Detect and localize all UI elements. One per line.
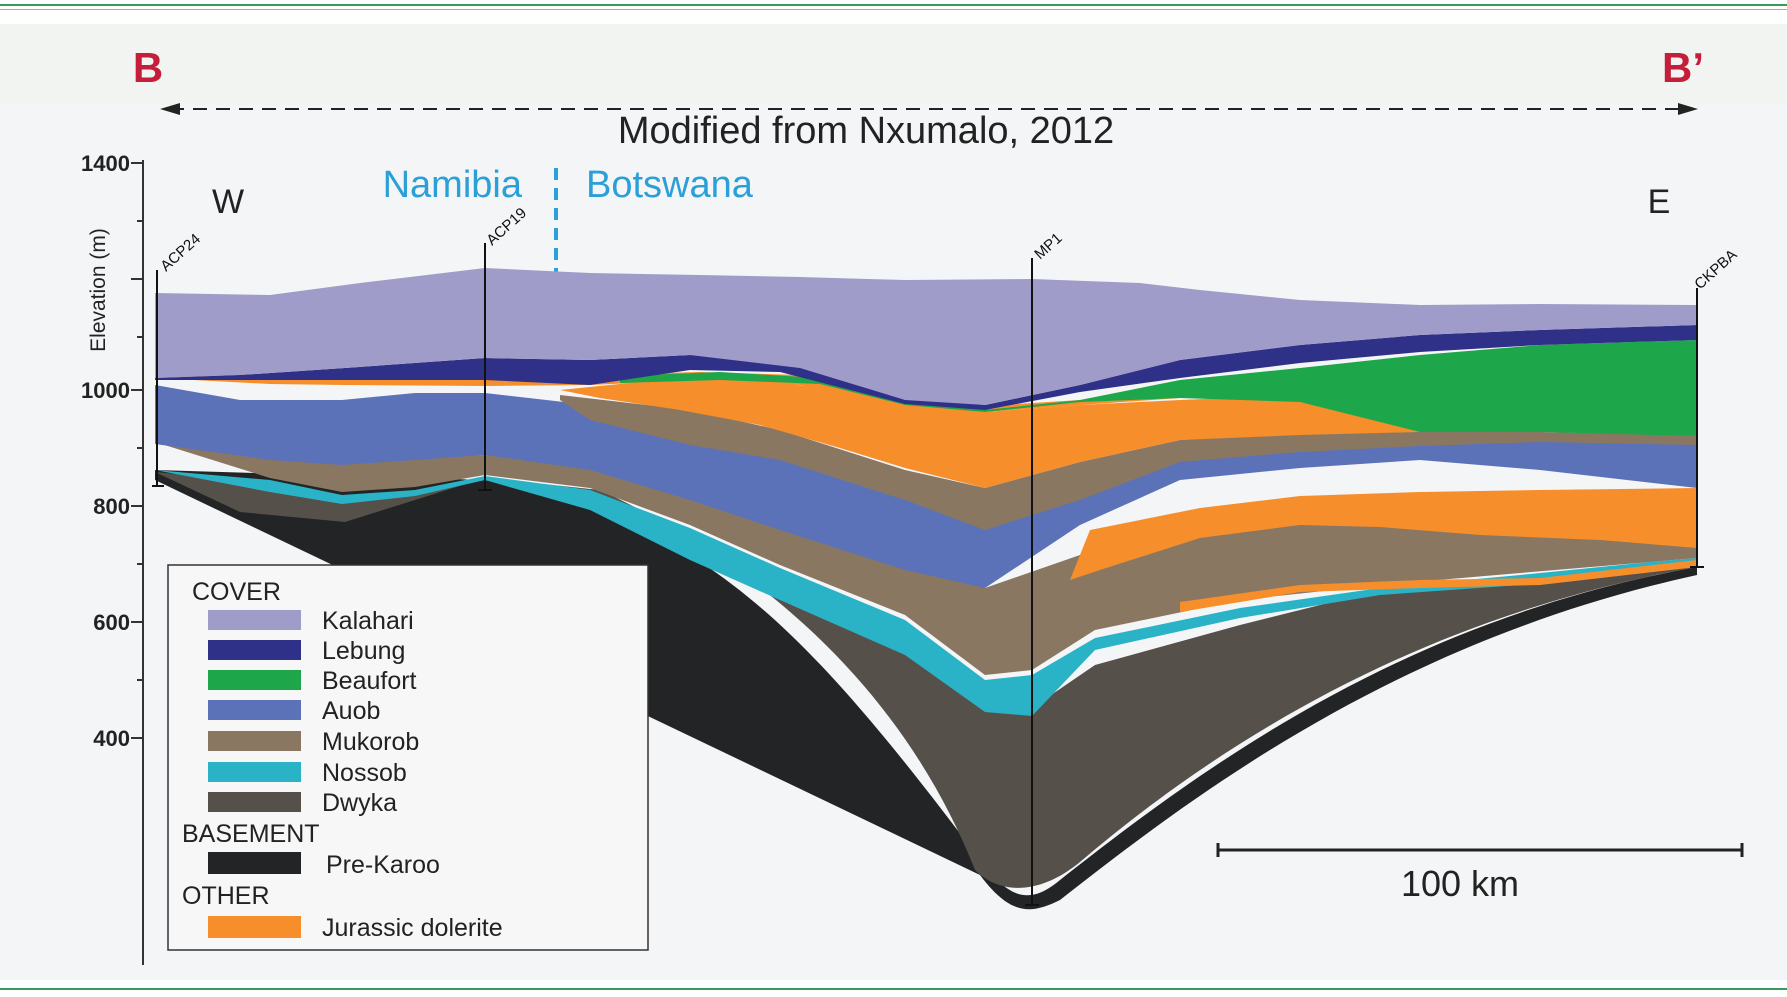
- y-tick-label: 600: [93, 610, 130, 635]
- y-tick-label: 800: [93, 494, 130, 519]
- legend-swatch: [208, 731, 301, 751]
- top-rule-thin: [0, 9, 1787, 10]
- layer-dwyka: [155, 472, 1697, 888]
- y-axis-label: Elevation (m): [87, 228, 110, 352]
- legend-swatch: [208, 640, 301, 660]
- y-axis-ticks: [131, 162, 143, 739]
- layer-lebung: [155, 325, 1697, 410]
- legend-heading-cover: COVER: [192, 578, 281, 606]
- legend-label: Beaufort: [322, 667, 417, 695]
- legend-swatch: [208, 610, 301, 630]
- layer-jurassic-dolerite-sill: [1070, 488, 1697, 580]
- legend-label: Mukorob: [322, 728, 419, 756]
- legend-swatch: [208, 792, 301, 812]
- legend: COVER Kalahari Lebung Beaufort Auob Muko…: [167, 564, 649, 951]
- legend-swatch: [208, 852, 301, 874]
- well-label-mp1: MP1: [1031, 230, 1065, 263]
- bottom-rule: [0, 988, 1787, 990]
- legend-label: Auob: [322, 697, 380, 725]
- legend-swatch: [208, 700, 301, 720]
- well-lines: [152, 243, 1704, 906]
- layer-mukorob-upper: [560, 395, 1697, 530]
- legend-label: Dwyka: [322, 789, 397, 817]
- layer-nossob: [155, 470, 1697, 716]
- well-label-acp19: ACP19: [483, 205, 530, 249]
- legend-label: Nossob: [322, 759, 407, 787]
- legend-label: Lebung: [322, 637, 405, 665]
- top-rule: [0, 4, 1787, 6]
- arrow-right-icon: [1678, 103, 1698, 115]
- layer-jurassic-dolerite-main: [560, 378, 1540, 488]
- y-tick-label: 400: [93, 726, 130, 751]
- scale-bar: [1216, 843, 1744, 857]
- legend-label: Jurassic dolerite: [322, 914, 503, 942]
- arrow-left-icon: [160, 103, 180, 115]
- legend-label: Pre-Karoo: [326, 851, 440, 879]
- layer-beaufort: [620, 340, 1697, 436]
- layer-stack: [155, 268, 1697, 910]
- figure-title: Modified from Nxumalo, 2012: [618, 110, 1114, 152]
- section-label-right: B’: [1662, 44, 1704, 91]
- well-label-ckpba: CKPBA: [1691, 246, 1740, 293]
- country-namibia: Namibia: [383, 164, 523, 206]
- layer-jurassic-dolerite-thin: [1180, 560, 1697, 612]
- well-label-acp24: ACP24: [157, 231, 204, 275]
- legend-label: Kalahari: [322, 607, 414, 635]
- legend-swatch: [208, 916, 301, 938]
- legend-swatch: [208, 762, 301, 782]
- scale-bar-label: 100 km: [1401, 863, 1519, 904]
- legend-heading-other: OTHER: [182, 882, 270, 910]
- y-tick-label: 1400: [81, 151, 130, 176]
- layer-auob: [155, 385, 1697, 588]
- layer-kalahari: [155, 268, 1697, 405]
- legend-swatch: [208, 670, 301, 690]
- country-botswana: Botswana: [586, 164, 754, 206]
- section-label-left: B: [133, 44, 163, 91]
- east-label: E: [1648, 183, 1671, 221]
- header-band: [0, 24, 1787, 105]
- legend-box: [167, 564, 649, 951]
- west-label: W: [212, 183, 244, 221]
- legend-heading-basement: BASEMENT: [182, 820, 320, 848]
- y-tick-label: 1000: [81, 378, 130, 403]
